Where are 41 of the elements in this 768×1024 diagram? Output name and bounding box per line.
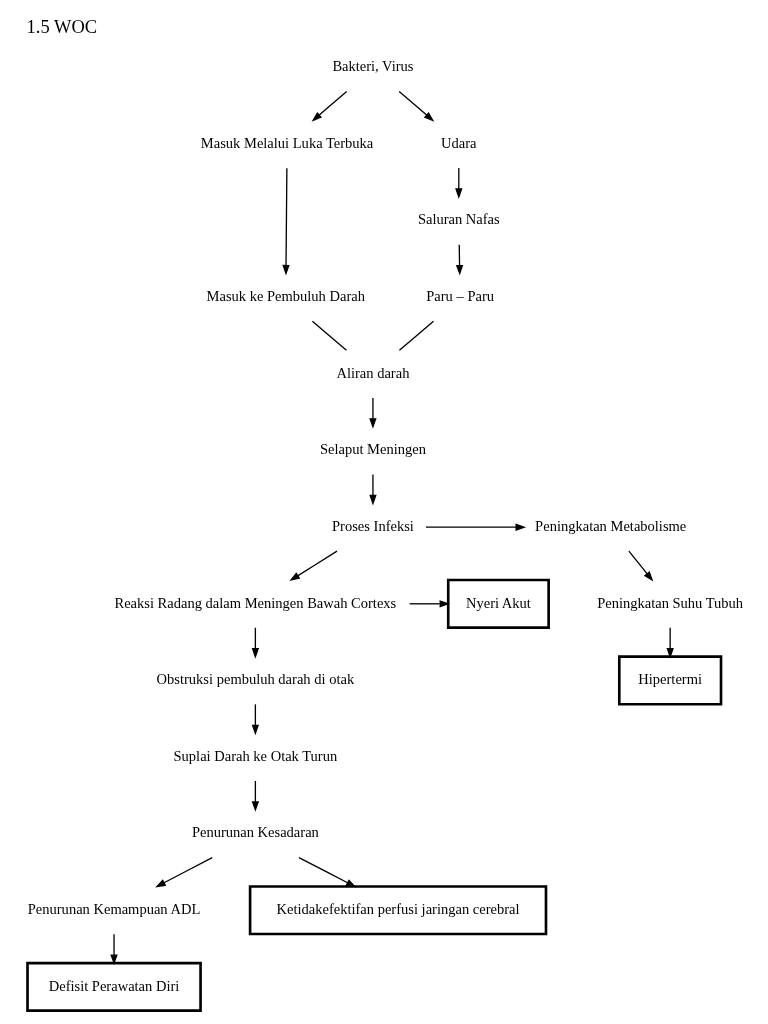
arrow bbox=[288, 550, 338, 582]
arrow bbox=[424, 523, 526, 531]
node-text: Selaput Meningen bbox=[319, 441, 426, 458]
node-text: Paru – Paru bbox=[425, 288, 494, 305]
arrow bbox=[311, 90, 347, 122]
node-text: Masuk Melalui Luka Terbuka bbox=[200, 134, 373, 151]
arrow bbox=[251, 780, 259, 812]
node-text: Proses Infeksi bbox=[331, 517, 414, 534]
arrow bbox=[408, 600, 450, 608]
node-box: Ketidakefektifan perfusi jaringan cerebral bbox=[248, 885, 547, 936]
node-text: Bakteri, Virus bbox=[331, 58, 413, 75]
node-text: Reaksi Radang dalam Meningen Bawah Cortexs bbox=[113, 594, 396, 611]
arrow bbox=[454, 167, 462, 199]
connector bbox=[311, 320, 347, 351]
connector bbox=[398, 320, 434, 351]
node-box: Nyeri Akut bbox=[446, 578, 550, 629]
arrow bbox=[368, 397, 377, 429]
node-text: Aliran darah bbox=[335, 364, 409, 381]
arrow bbox=[455, 244, 463, 276]
node-box: Defisit Perawatan Diri bbox=[25, 961, 202, 1012]
arrow bbox=[251, 627, 259, 659]
node-text: Penurunan Kesadaran bbox=[191, 824, 319, 841]
arrow bbox=[398, 90, 434, 122]
node-text: Udara bbox=[440, 134, 477, 151]
diagram-title: 1.5 WOC bbox=[26, 17, 97, 38]
arrow bbox=[154, 856, 213, 888]
arrow bbox=[297, 856, 356, 888]
arrow bbox=[281, 167, 290, 276]
node-text: Suplai Darah ke Otak Turun bbox=[173, 747, 337, 764]
arrow bbox=[251, 703, 259, 736]
arrow bbox=[665, 627, 674, 659]
arrow bbox=[627, 550, 653, 582]
node-box: Hipertermi bbox=[617, 655, 722, 706]
node-text: Peningkatan Metabolisme bbox=[534, 517, 686, 534]
node-text: Obstruksi pembuluh darah di otak bbox=[156, 671, 354, 688]
node-text: Saluran Nafas bbox=[417, 211, 500, 228]
arrow bbox=[368, 473, 377, 506]
node-text: Masuk ke Pembuluh Darah bbox=[206, 288, 365, 305]
arrow bbox=[109, 933, 118, 966]
node-text: Penurunan Kemampuan ADL bbox=[27, 900, 200, 917]
node-text: Peningkatan Suhu Tubuh bbox=[596, 594, 743, 611]
